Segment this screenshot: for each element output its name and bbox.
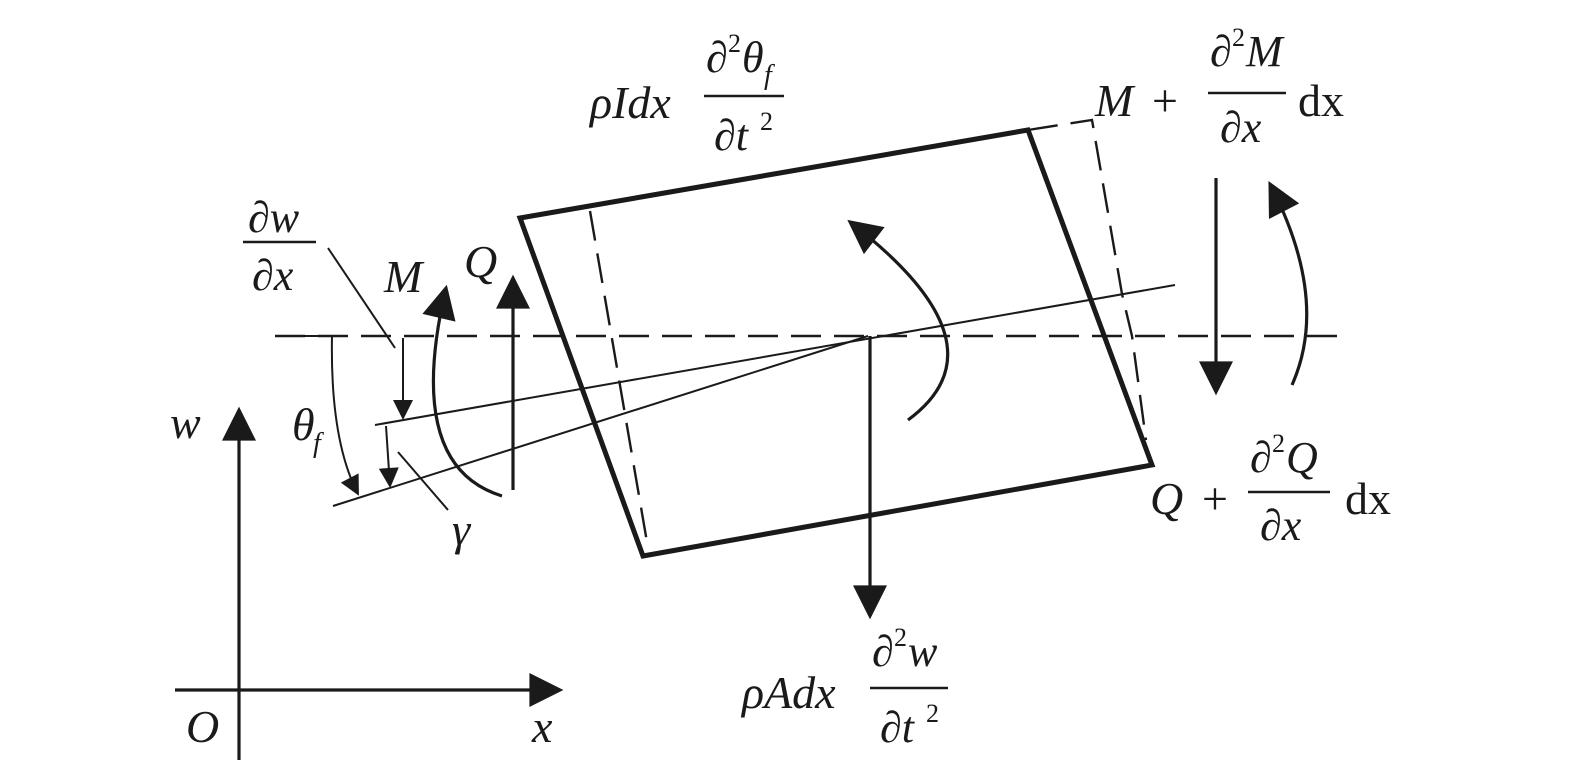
rotary-inertia-arrow [847, 219, 950, 422]
w-axis-label: w [170, 397, 201, 448]
shear-right-label: Q + ∂ 2 Q ∂x dx [1150, 429, 1391, 550]
rotary-inertia-label: ρIdx ∂ 2 θ f ∂t 2 [588, 29, 784, 160]
inertia-force-num-d: ∂ [872, 627, 894, 676]
left-face-forces [422, 274, 530, 498]
theta-f-label: θ f [292, 399, 324, 459]
moment-right-num-exp: 2 [1232, 23, 1245, 52]
rotary-inertia-den-exp: 2 [760, 107, 773, 136]
rotary-inertia-num-sub: f [764, 60, 775, 91]
moment-right-arrow [1268, 180, 1309, 386]
shear-right-den: ∂x [1260, 501, 1302, 550]
inertia-force-prefix: ρAdx [740, 667, 836, 718]
shear-right-num-d: ∂ [1250, 433, 1272, 482]
inertia-force-den: ∂t [880, 703, 916, 752]
gamma-label: γ [452, 504, 472, 555]
rotary-inertia-den: ∂t [714, 111, 750, 160]
x-axis-label: x [531, 701, 553, 752]
moment-right-label: M + ∂ 2 M ∂x dx [1094, 23, 1344, 152]
theta-angle-arrow [330, 335, 359, 496]
right-dashed-edge [1027, 118, 1148, 441]
rotary-inertia-prefix: ρIdx [588, 77, 671, 128]
left-dashed-edge [588, 210, 650, 549]
gamma-leader-line [397, 451, 449, 511]
shear-right-num-var: Q [1286, 433, 1318, 482]
inertia-force-label: ρAdx ∂ 2 w ∂t 2 [740, 623, 948, 752]
moment-right-suffix: dx [1298, 75, 1344, 126]
rotary-inertia-num-exp: 2 [728, 29, 741, 58]
rotary-inertia-num-d: ∂ [706, 33, 728, 82]
slope-denominator: ∂x [252, 251, 294, 300]
theta-symbol: θ [292, 399, 315, 450]
undeformed-element-edges [588, 118, 1148, 549]
slope-numerator: ∂w [248, 193, 300, 242]
gamma-angle-arrow [378, 425, 399, 488]
shear-right-prefix: Q [1150, 473, 1183, 524]
right-face-forces [1199, 178, 1309, 396]
theta-subscript: f [313, 428, 324, 459]
shear-right-plus: + [1202, 473, 1228, 524]
shear-right-num-exp: 2 [1272, 429, 1285, 458]
coordinate-axes: w x O [170, 397, 564, 760]
shear-left-label: Q [464, 236, 497, 287]
slope-line [332, 335, 869, 507]
neutral-axis-lines [332, 284, 1176, 507]
rotated-axis-line [374, 284, 1176, 426]
inertia-force-num-exp: 2 [894, 623, 907, 652]
origin-label: O [186, 701, 219, 752]
moment-right-den: ∂x [1220, 103, 1262, 152]
moment-right-num-var: M [1245, 27, 1285, 76]
inertia-force-num-var: w [908, 627, 938, 676]
slope-leader-line [327, 247, 396, 349]
shear-right-suffix: dx [1345, 473, 1391, 524]
inertia-loads [847, 219, 950, 620]
angle-annotations [275, 247, 449, 511]
moment-right-prefix: M [1094, 75, 1136, 126]
moment-left-label: M [383, 251, 425, 302]
moment-right-num-d: ∂ [1210, 27, 1232, 76]
beam-element-deformed [516, 127, 1156, 559]
slope-label: ∂w ∂x [243, 193, 316, 300]
moment-left-arrow [422, 284, 503, 498]
moment-right-plus: + [1152, 75, 1178, 126]
inertia-force-den-exp: 2 [926, 699, 939, 728]
rotary-inertia-num-var: θ [742, 33, 764, 82]
